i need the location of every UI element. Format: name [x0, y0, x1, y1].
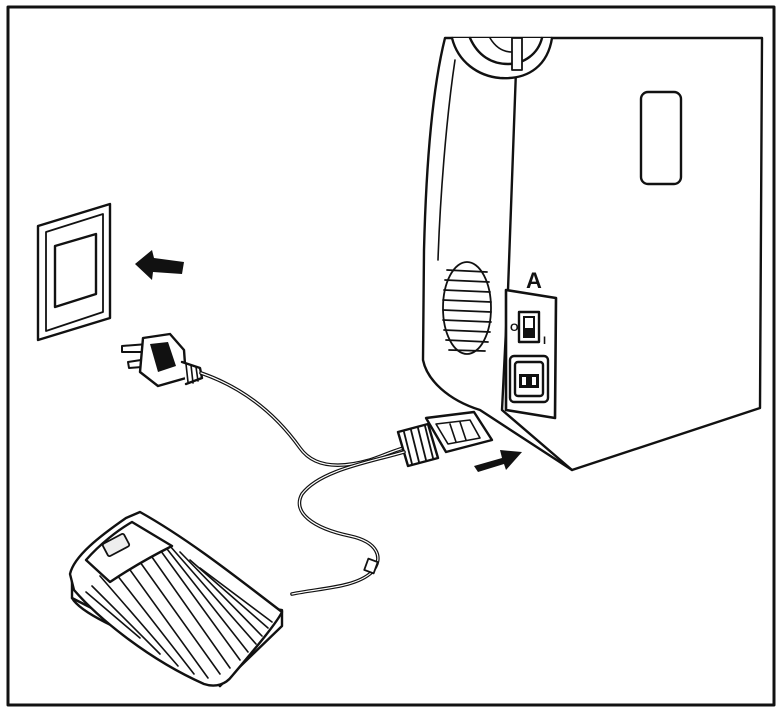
power-plug [121, 332, 204, 388]
cord-clip [363, 557, 379, 575]
handwheel [450, 36, 554, 80]
switch-on-mark: I [543, 335, 546, 347]
arrow-right-icon [474, 450, 522, 472]
sewing-machine: O I [421, 36, 764, 472]
switch-callout-label: A [526, 268, 542, 293]
machine-side-window [639, 90, 683, 186]
machine-connector-plug [396, 410, 494, 468]
arrow-left-icon [135, 250, 184, 280]
machine-front-panel-edge [437, 59, 456, 261]
vent-grille [442, 261, 492, 355]
switch-off-mark: O [510, 322, 519, 334]
power-switch[interactable] [517, 310, 541, 344]
machine-body [421, 36, 764, 472]
wall-outlet [36, 202, 112, 342]
power-inlet-socket [508, 354, 550, 404]
foot-control-pedal [68, 510, 284, 688]
